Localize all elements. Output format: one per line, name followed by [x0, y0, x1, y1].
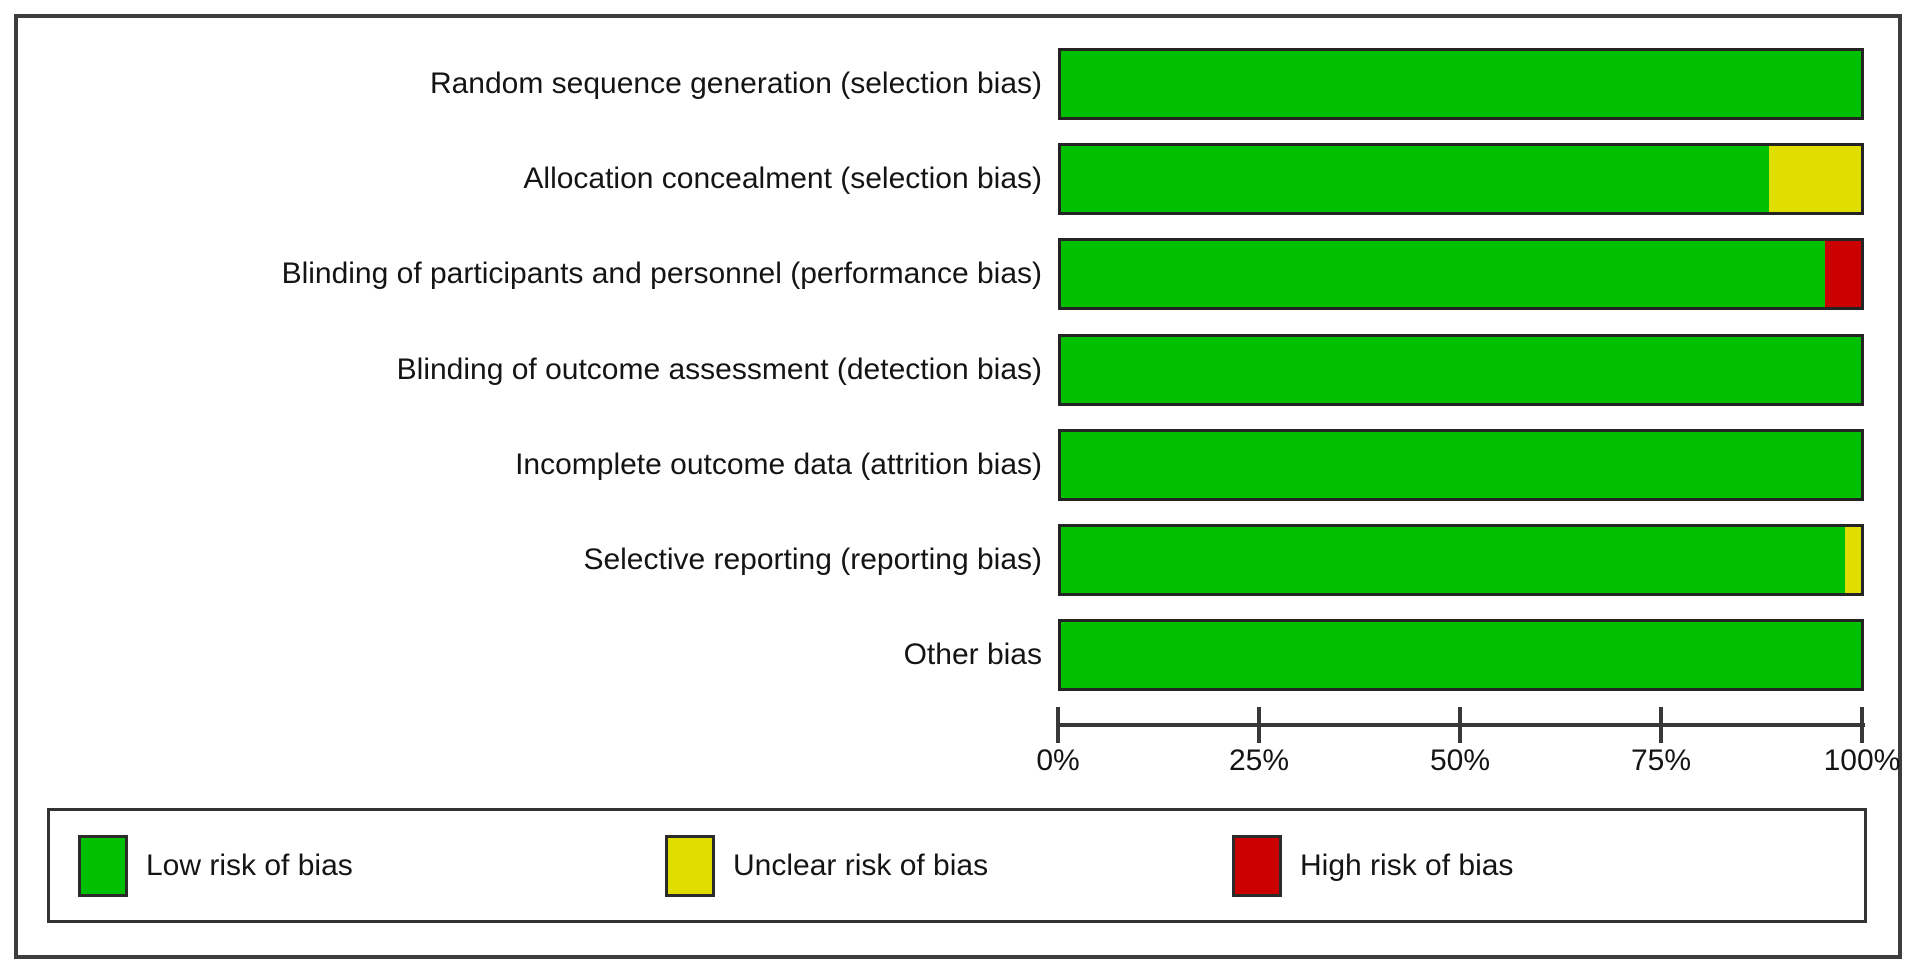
- legend-entry: Unclear risk of bias: [665, 811, 988, 920]
- x-axis-tick-label: 100%: [1823, 744, 1901, 777]
- stacked-bar: [1058, 48, 1864, 120]
- x-axis-tick-label: 75%: [1630, 744, 1692, 777]
- x-axis-tick: [1860, 707, 1864, 743]
- x-axis-tick: [1257, 707, 1261, 743]
- bar-segment-low: [1061, 527, 1845, 593]
- legend-swatch-unclear: [665, 834, 715, 897]
- bar-segment-high: [1825, 241, 1861, 307]
- legend-swatch-low: [78, 834, 128, 897]
- category-label: Blinding of participants and personnel (…: [281, 257, 1042, 290]
- x-axis-tick-label: 25%: [1228, 744, 1290, 777]
- x-axis-tick-label: 0%: [1036, 744, 1080, 777]
- legend-box: Low risk of bias Unclear risk of bias High…: [47, 808, 1867, 923]
- category-label: Allocation concealment (selection bias): [523, 162, 1042, 195]
- legend-entry: High risk of bias: [1232, 811, 1513, 920]
- stacked-bar: [1058, 143, 1864, 215]
- x-axis-tick-label: 50%: [1429, 744, 1491, 777]
- stacked-bar: [1058, 334, 1864, 406]
- stacked-bar: [1058, 619, 1864, 691]
- bar-segment-low: [1061, 241, 1825, 307]
- bar-segment-low: [1061, 337, 1861, 403]
- legend-label: High risk of bias: [1300, 848, 1514, 882]
- bar-segment-low: [1061, 432, 1861, 498]
- legend-swatch-high: [1232, 834, 1282, 897]
- stacked-bar: [1058, 524, 1864, 596]
- legend-label: Low risk of bias: [146, 848, 353, 882]
- bar-segment-low: [1061, 146, 1769, 212]
- bar-segment-unclear: [1845, 527, 1861, 593]
- x-axis-tick: [1458, 707, 1462, 743]
- x-axis-tick: [1659, 707, 1663, 743]
- category-label: Random sequence generation (selection bi…: [429, 67, 1042, 100]
- bar-segment-unclear: [1769, 146, 1861, 212]
- bar-segment-low: [1061, 622, 1861, 688]
- category-label: Blinding of outcome assessment (detectio…: [396, 353, 1042, 386]
- legend-label: Unclear risk of bias: [733, 848, 989, 882]
- category-label: Other bias: [903, 638, 1042, 671]
- bar-segment-low: [1061, 51, 1861, 117]
- x-axis-tick: [1056, 707, 1060, 743]
- category-label: Selective reporting (reporting bias): [583, 543, 1042, 576]
- stacked-bar: [1058, 429, 1864, 501]
- stacked-bar: [1058, 238, 1864, 310]
- legend-entry: Low risk of bias: [78, 811, 353, 920]
- category-label: Incomplete outcome data (attrition bias): [515, 448, 1042, 481]
